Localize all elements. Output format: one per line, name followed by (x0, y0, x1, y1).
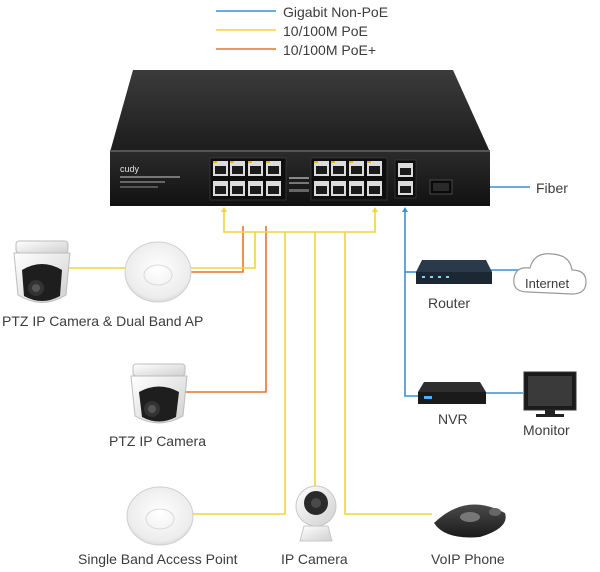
link-poe-dome (50, 232, 256, 269)
switch: cudy (110, 70, 490, 206)
link-poe-ptz-ap (223, 212, 376, 233)
label-ptz-camera: PTZ IP Camera (109, 433, 206, 449)
router-icon (416, 260, 492, 284)
connections (50, 186, 530, 515)
dual-band-ap-icon (124, 241, 192, 303)
label-internet: Internet (525, 276, 570, 291)
single-band-ap-icon (126, 486, 194, 546)
legend-label-poe: 10/100M PoE (283, 23, 368, 39)
port-arrow (372, 207, 378, 212)
port-arrow (402, 207, 408, 212)
monitor-icon (523, 371, 577, 417)
link-poe-plus-ptz (185, 226, 267, 393)
sfp-port (429, 179, 453, 195)
poe-ports-group-2 (310, 157, 388, 201)
ptz-camera-icon-2 (130, 363, 188, 424)
ptz-camera-icon-1 (13, 240, 71, 303)
label-router: Router (428, 295, 471, 311)
legend-label-poe-plus: 10/100M PoE+ (283, 42, 377, 58)
switch-brand: cudy (120, 164, 140, 174)
port-arrow (221, 207, 227, 212)
label-voip-phone: VoIP Phone (431, 551, 505, 567)
link-poe-plus-ap (190, 226, 244, 273)
poe-ports-group-1 (209, 157, 287, 201)
internet-cloud-icon (513, 253, 587, 295)
nvr-icon (418, 382, 486, 404)
voip-phone-icon (434, 504, 506, 538)
link-poe-single-ap (193, 232, 286, 515)
legend-label-gigabit: Gigabit Non-PoE (283, 4, 389, 20)
label-nvr: NVR (438, 411, 468, 427)
link-gigabit-router (404, 212, 420, 397)
label-fiber: Fiber (536, 180, 568, 196)
label-single-band-ap: Single Band Access Point (78, 551, 238, 567)
label-monitor: Monitor (523, 422, 570, 438)
ip-camera-icon (295, 485, 337, 542)
switch-top (110, 70, 490, 152)
legend-swatches (216, 10, 276, 50)
label-ip-camera: IP Camera (281, 551, 348, 567)
label-ptz-camera-dual-ap: PTZ IP Camera & Dual Band AP (2, 313, 204, 329)
gigabit-ports (394, 159, 417, 199)
link-poe-voip (344, 232, 432, 515)
